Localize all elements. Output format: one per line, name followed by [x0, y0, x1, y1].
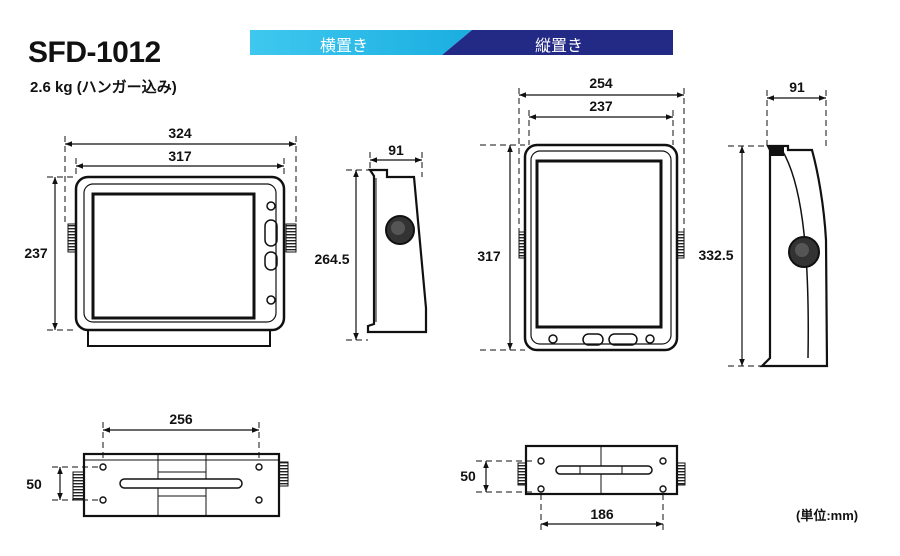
- v-side-cap: [770, 146, 784, 156]
- bottom-knob-left: [72, 471, 85, 501]
- unit-note: (単位:mm): [796, 508, 859, 523]
- v-button-left: [548, 334, 558, 344]
- v-front-width-outer: 254: [589, 75, 613, 91]
- mount-hole-1: [99, 463, 107, 471]
- v-bottom-slot: [555, 465, 653, 475]
- horizontal-orientation-label: 横置き: [320, 36, 369, 55]
- v-bottom-width: 186: [590, 506, 614, 522]
- vertical-side-view: [728, 90, 829, 368]
- front-base: [87, 330, 271, 347]
- bottom-slot: [119, 478, 243, 489]
- vertical-banner-segment: [442, 30, 673, 55]
- v-button-right: [645, 334, 655, 344]
- mount-hole-3: [255, 463, 263, 471]
- v-mount-hole-1: [537, 457, 545, 465]
- mount-hole-4: [255, 496, 263, 504]
- h-bottom-width: 256: [169, 411, 193, 427]
- mount-hole-2: [99, 496, 107, 504]
- button-top: [266, 201, 276, 211]
- v-front-height: 317: [477, 248, 501, 264]
- v-side-depth: 91: [789, 79, 805, 95]
- v-front-width-inner: 237: [589, 98, 613, 114]
- horizontal-side-view: [346, 152, 428, 341]
- h-front-height: 237: [24, 245, 48, 261]
- vertical-orientation-label: 縦置き: [535, 36, 584, 55]
- v-button-long: [608, 333, 638, 346]
- h-front-width-inner: 317: [168, 148, 192, 164]
- v-side-curve: [781, 149, 809, 359]
- h-side-depth: 91: [388, 142, 404, 158]
- horizontal-bottom-view: [52, 422, 289, 518]
- model-title: SFD-1012: [28, 36, 161, 69]
- v-mount-hole-3: [659, 457, 667, 465]
- weight-label: 2.6 kg (ハンガー込み): [30, 79, 177, 96]
- orientation-banner-graphic: [250, 30, 673, 55]
- v-bottom-height: 50: [460, 468, 476, 484]
- button-short: [264, 251, 278, 271]
- horizontal-banner-segment: [250, 30, 472, 55]
- horizontal-front-view: [47, 136, 297, 347]
- button-long: [264, 219, 278, 247]
- vertical-front-view: [480, 88, 685, 352]
- display-screen: [91, 192, 256, 320]
- side-profile: [366, 168, 428, 334]
- h-side-height: 264.5: [314, 251, 349, 267]
- orientation-banner: 横置き 縦置き: [250, 30, 673, 55]
- button-bottom: [266, 295, 276, 305]
- h-front-width-outer: 324: [168, 125, 192, 141]
- vertical-bottom-view: [476, 444, 686, 530]
- v-button-short: [582, 333, 604, 346]
- display-bezel: [83, 183, 277, 323]
- right-knob: [285, 223, 297, 253]
- v-side-height: 332.5: [698, 247, 733, 263]
- h-bottom-height: 50: [26, 476, 42, 492]
- v-mount-hole-4: [659, 485, 667, 493]
- v-mount-hole-2: [537, 485, 545, 493]
- v-display-screen: [535, 159, 663, 329]
